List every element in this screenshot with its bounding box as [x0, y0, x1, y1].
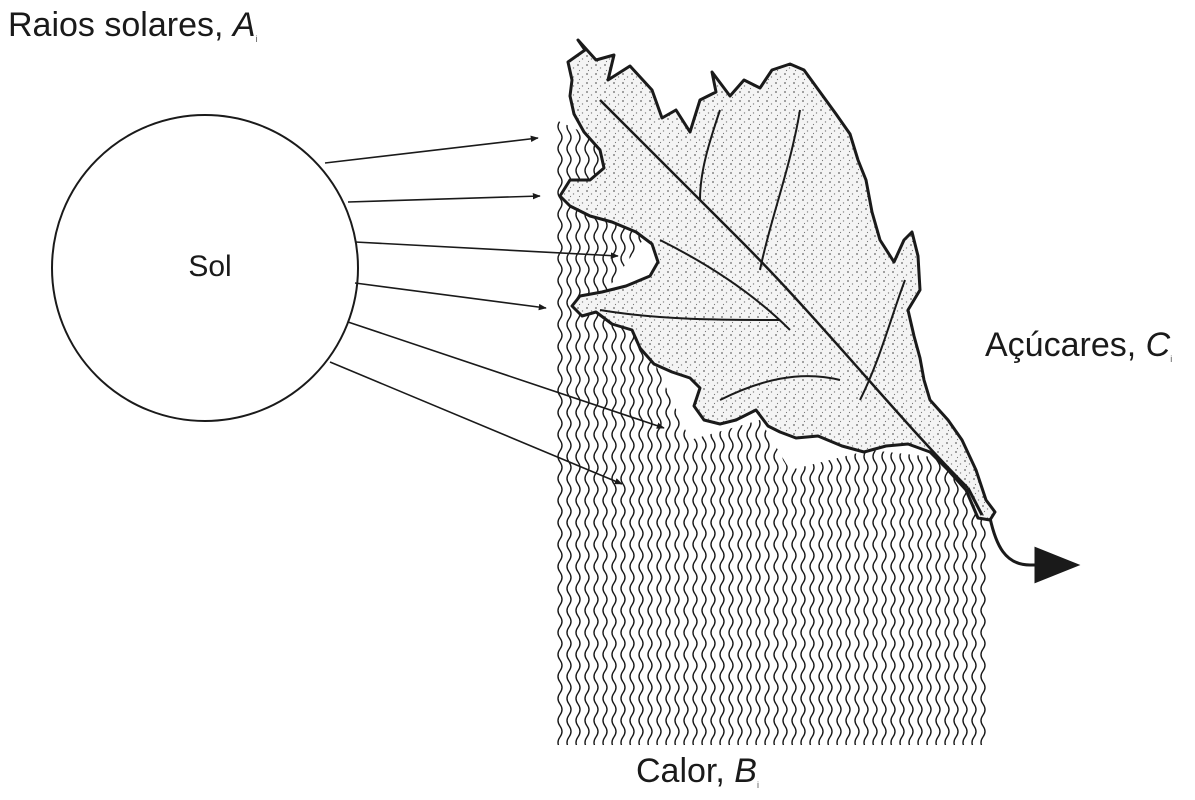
solar-rays-label-sub: i [256, 34, 258, 44]
sugars-label-sub: i [1170, 354, 1172, 364]
sugar-arrow [990, 518, 1062, 565]
heat-wave-line [558, 110, 562, 748]
sun-ray [355, 283, 546, 308]
sun-label: Sol [170, 250, 250, 284]
heat-wave-line [972, 110, 976, 748]
sun-ray [325, 138, 538, 163]
solar-rays-label-var: A [233, 6, 256, 44]
sun-ray [348, 322, 664, 428]
sun-ray [348, 196, 540, 202]
sugars-label-text: Açúcares, [985, 326, 1146, 364]
sugars-label: Açúcares, Ci [985, 326, 1172, 365]
heat-label-var: B [734, 752, 757, 790]
heat-label-sub: i [757, 780, 759, 790]
solar-rays-label-text: Raios solares, [8, 6, 233, 44]
heat-label: Calor, Bi [636, 752, 759, 791]
heat-wave-line [981, 110, 985, 748]
heat-wave-line [963, 110, 967, 748]
solar-rays-label: Raios solares, Ai [8, 6, 258, 45]
sun-ray [330, 362, 622, 484]
heat-label-text: Calor, [636, 752, 734, 790]
sugars-label-var: C [1146, 326, 1171, 364]
